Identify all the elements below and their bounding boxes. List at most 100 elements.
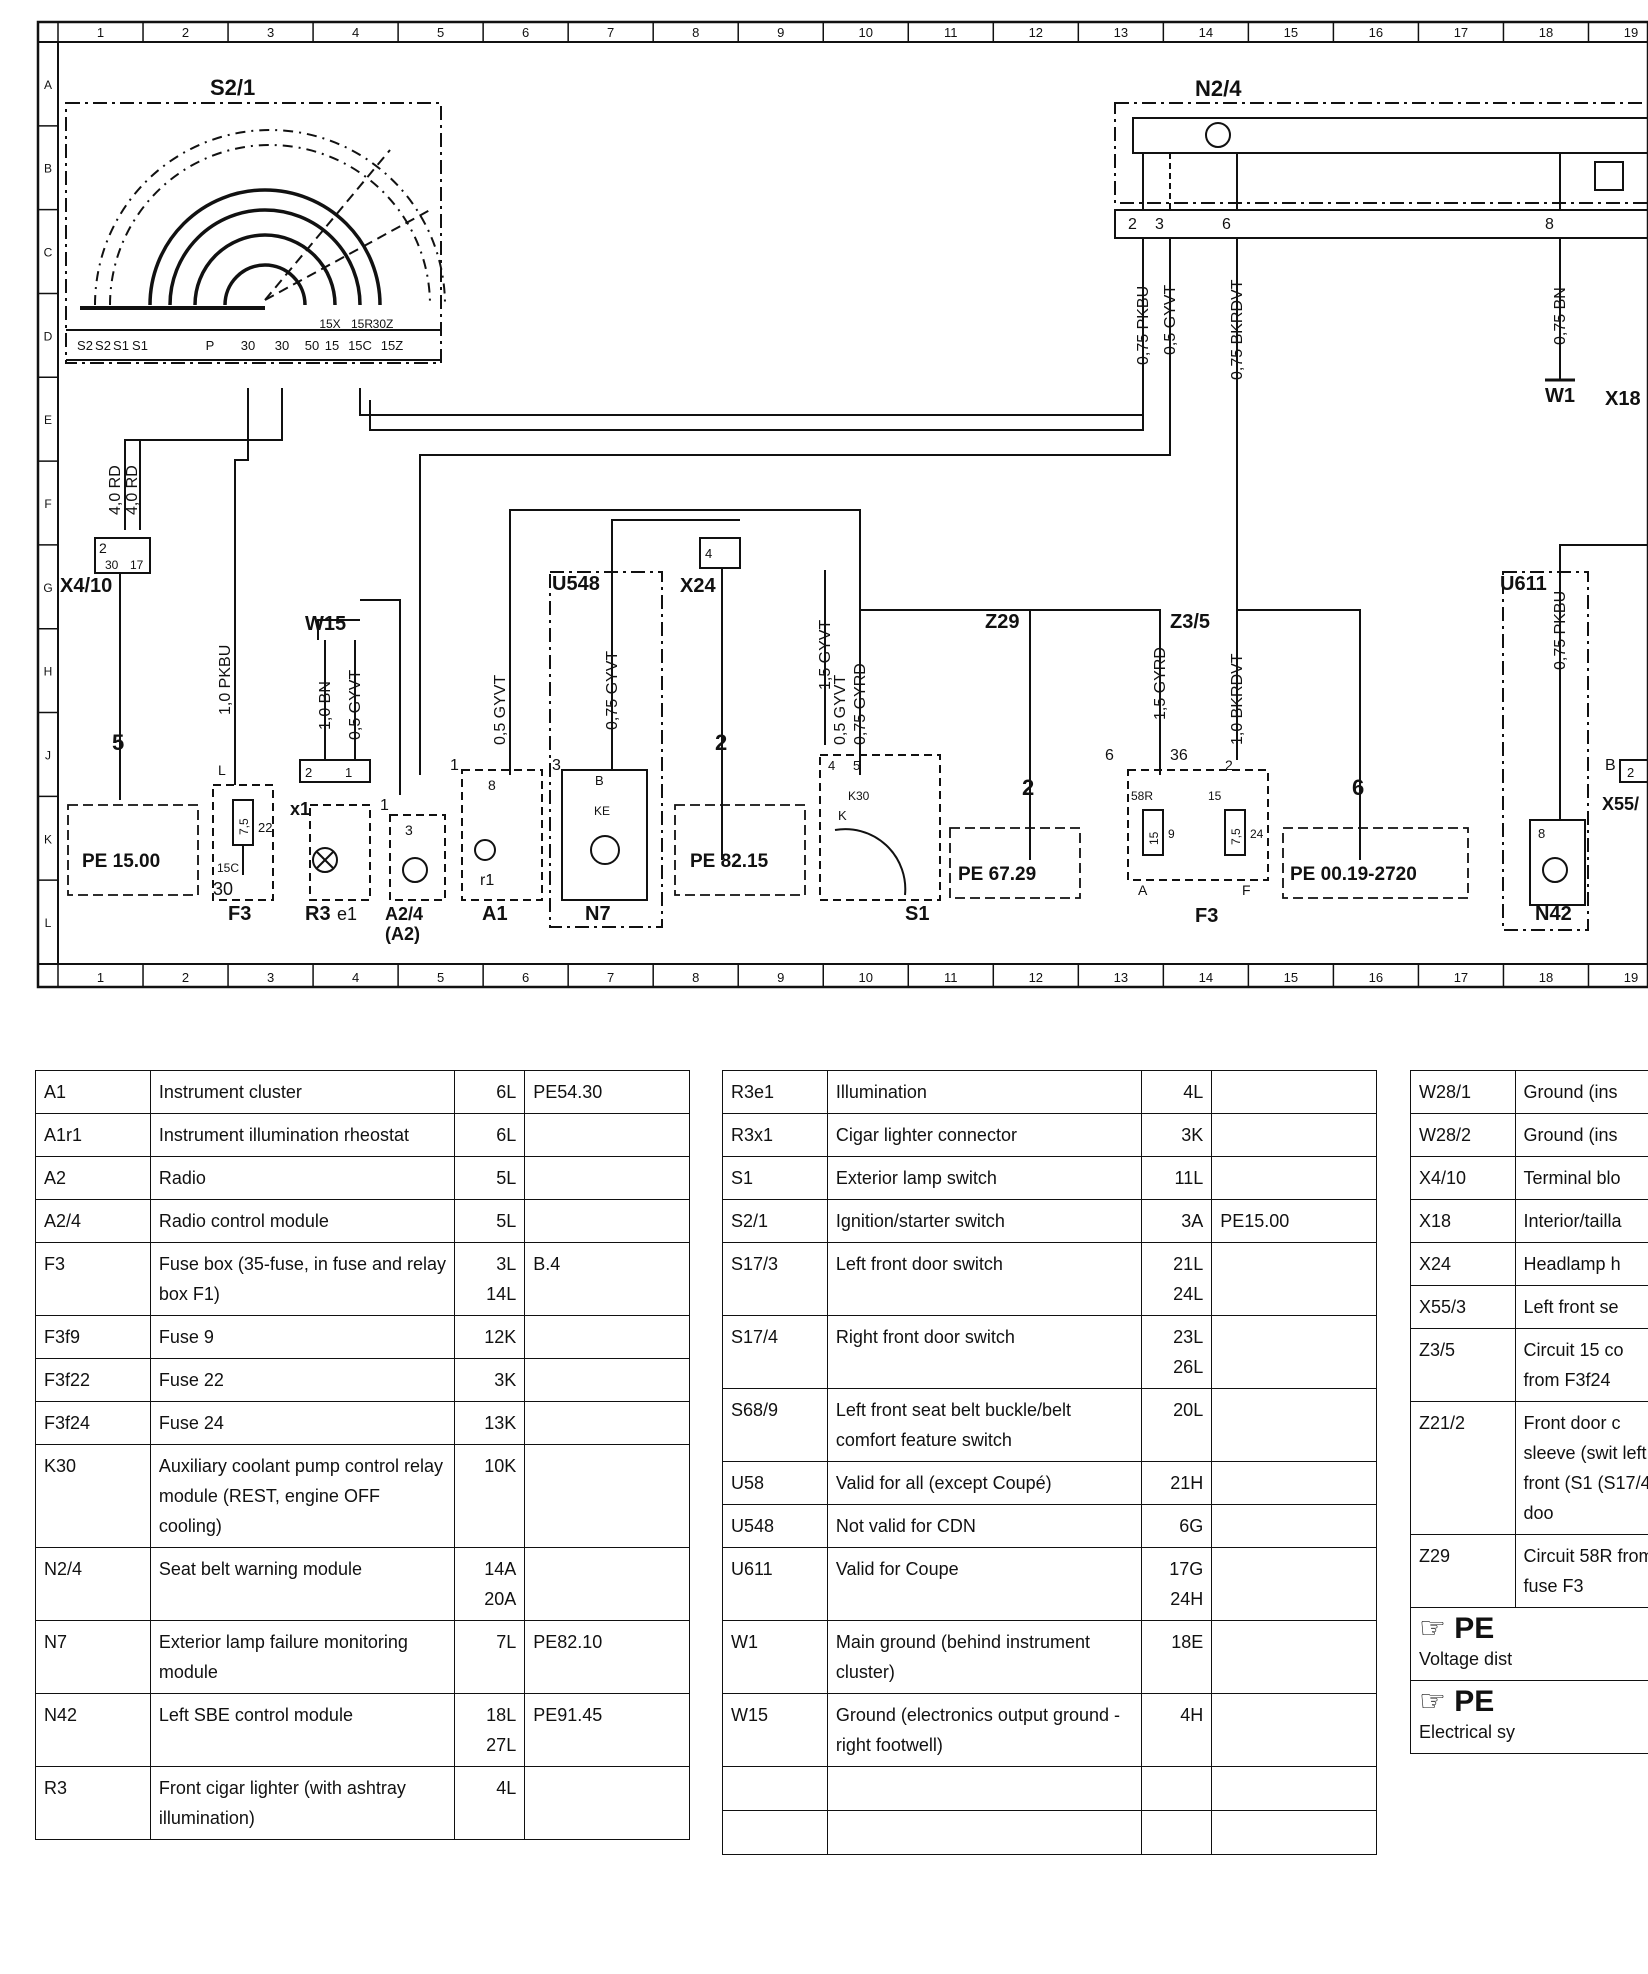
n42-label: N42 xyxy=(1535,903,1572,925)
pe-reference xyxy=(524,1444,690,1548)
pe-reference: PE91.45 xyxy=(524,1693,690,1767)
z3-5-label: Z3/5 xyxy=(1170,611,1210,633)
grid-location: 12K xyxy=(454,1315,526,1359)
grid-location: 18E xyxy=(1141,1620,1213,1694)
component-code: X24 xyxy=(1410,1242,1516,1286)
wire-bn-075: 0,75 BN xyxy=(1552,287,1569,345)
column-number: 8 xyxy=(692,970,699,985)
pe-reference xyxy=(1211,1156,1377,1200)
wire-gyrd-15: 1,5 GYRD xyxy=(1152,647,1169,720)
pe-reference xyxy=(524,1156,690,1200)
column-number: 12 xyxy=(1029,25,1043,40)
grid-location: 3A xyxy=(1141,1199,1213,1243)
pe-reference xyxy=(1211,1388,1377,1462)
pe-82-15-box xyxy=(674,804,806,896)
component-description: Ignition/starter switch xyxy=(826,1199,1143,1243)
f3-pin-15: 15 xyxy=(1208,789,1222,803)
component-description: Circuit 58R from fuse F3 xyxy=(1514,1534,1648,1608)
column-number: 13 xyxy=(1114,970,1128,985)
column-number: 14 xyxy=(1199,25,1213,40)
n42-box xyxy=(1529,819,1586,906)
pe-reference: PE15.00 xyxy=(1211,1199,1377,1243)
pe-reference xyxy=(524,1358,690,1402)
n42-transistor-icon xyxy=(1542,857,1568,883)
component-code: U548 xyxy=(722,1504,828,1548)
grid-location: 5L xyxy=(454,1156,526,1200)
r1-label: r1 xyxy=(480,872,494,889)
s2-1-label: S2/1 xyxy=(210,75,255,100)
transistor-icon xyxy=(1205,122,1231,148)
column-number: 2 xyxy=(182,25,189,40)
row-letter: A xyxy=(44,78,52,92)
grid-location: 4H xyxy=(1141,1693,1213,1767)
w15-label: W15 xyxy=(305,613,346,635)
component-code: U58 xyxy=(722,1461,828,1505)
row-letter: C xyxy=(44,246,53,260)
component-description: Ground (ins xyxy=(1514,1070,1648,1114)
grid-location: 3K xyxy=(454,1358,526,1402)
component-description: Fuse 22 xyxy=(149,1358,456,1402)
wire-gyvt-15: 1,5 GYVT xyxy=(817,620,834,690)
wire-gyvt-05c: 0,5 GYVT xyxy=(492,675,509,745)
f3-pin-15c: 15C xyxy=(217,861,239,875)
x55-connector xyxy=(1619,759,1648,783)
x1-label: x1 xyxy=(290,799,310,819)
grid-location: 6L xyxy=(454,1113,526,1157)
n2-4-dashed-box xyxy=(1114,102,1648,204)
ignition-terminal-label: 15C xyxy=(348,338,372,353)
column-number: 5 xyxy=(437,25,444,40)
f3-right-box xyxy=(1127,769,1269,881)
component-code: K30 xyxy=(35,1444,151,1548)
component-code: F3 xyxy=(35,1242,151,1316)
pe-15-00-ref: PE 15.00 xyxy=(82,851,160,872)
row-letter: L xyxy=(45,916,52,930)
x24-pin-4: 4 xyxy=(705,546,712,561)
z29-label: Z29 xyxy=(985,611,1019,633)
ignition-upper-label: 15X xyxy=(319,317,340,331)
component-description: Instrument cluster xyxy=(149,1070,456,1114)
row-letter: J xyxy=(45,748,51,762)
wire-gyvt-05: 0,5 GYVT xyxy=(1162,285,1179,355)
column-number: 5 xyxy=(437,970,444,985)
ignition-terminal-label: S1 xyxy=(113,338,129,353)
x55-pin-b: B xyxy=(1605,757,1616,774)
ignition-terminal-label: S2 xyxy=(77,338,93,353)
component-description: Valid for all (except Coupé) xyxy=(826,1461,1143,1505)
wire-bkrdvt-10: 1,0 BKRDVT xyxy=(1229,653,1246,745)
component-code: S17/3 xyxy=(722,1242,828,1316)
component-code: X4/10 xyxy=(1410,1156,1516,1200)
f3-pin-a: A xyxy=(1138,882,1148,898)
component-description: Fuse box (35-fuse, in fuse and relay box… xyxy=(149,1242,456,1316)
s1-label: S1 xyxy=(905,903,929,925)
pe-reference xyxy=(1211,1113,1377,1157)
column-number: 12 xyxy=(1029,970,1043,985)
pe-00-19-box xyxy=(1282,827,1469,899)
component-code: R3 xyxy=(35,1766,151,1840)
row-letter: D xyxy=(44,329,53,343)
f3-left-label: F3 xyxy=(228,903,251,925)
component-code: A1 xyxy=(35,1070,151,1114)
ignition-terminal-label: 30 xyxy=(275,338,289,353)
pe-reference xyxy=(1211,1810,1377,1855)
wire-pkbu-075b: 0,75 PKBU xyxy=(1552,591,1569,670)
wire-rd-40a: 4,0 RD xyxy=(107,465,124,515)
x55-pin-2: 2 xyxy=(1627,765,1634,780)
grid-location: 23L 26L xyxy=(1141,1315,1213,1389)
component-description xyxy=(826,1810,1143,1855)
pe-reference xyxy=(1211,1242,1377,1316)
f3-pin-9: 9 xyxy=(1168,827,1175,841)
pe-15-00-box xyxy=(67,804,199,896)
